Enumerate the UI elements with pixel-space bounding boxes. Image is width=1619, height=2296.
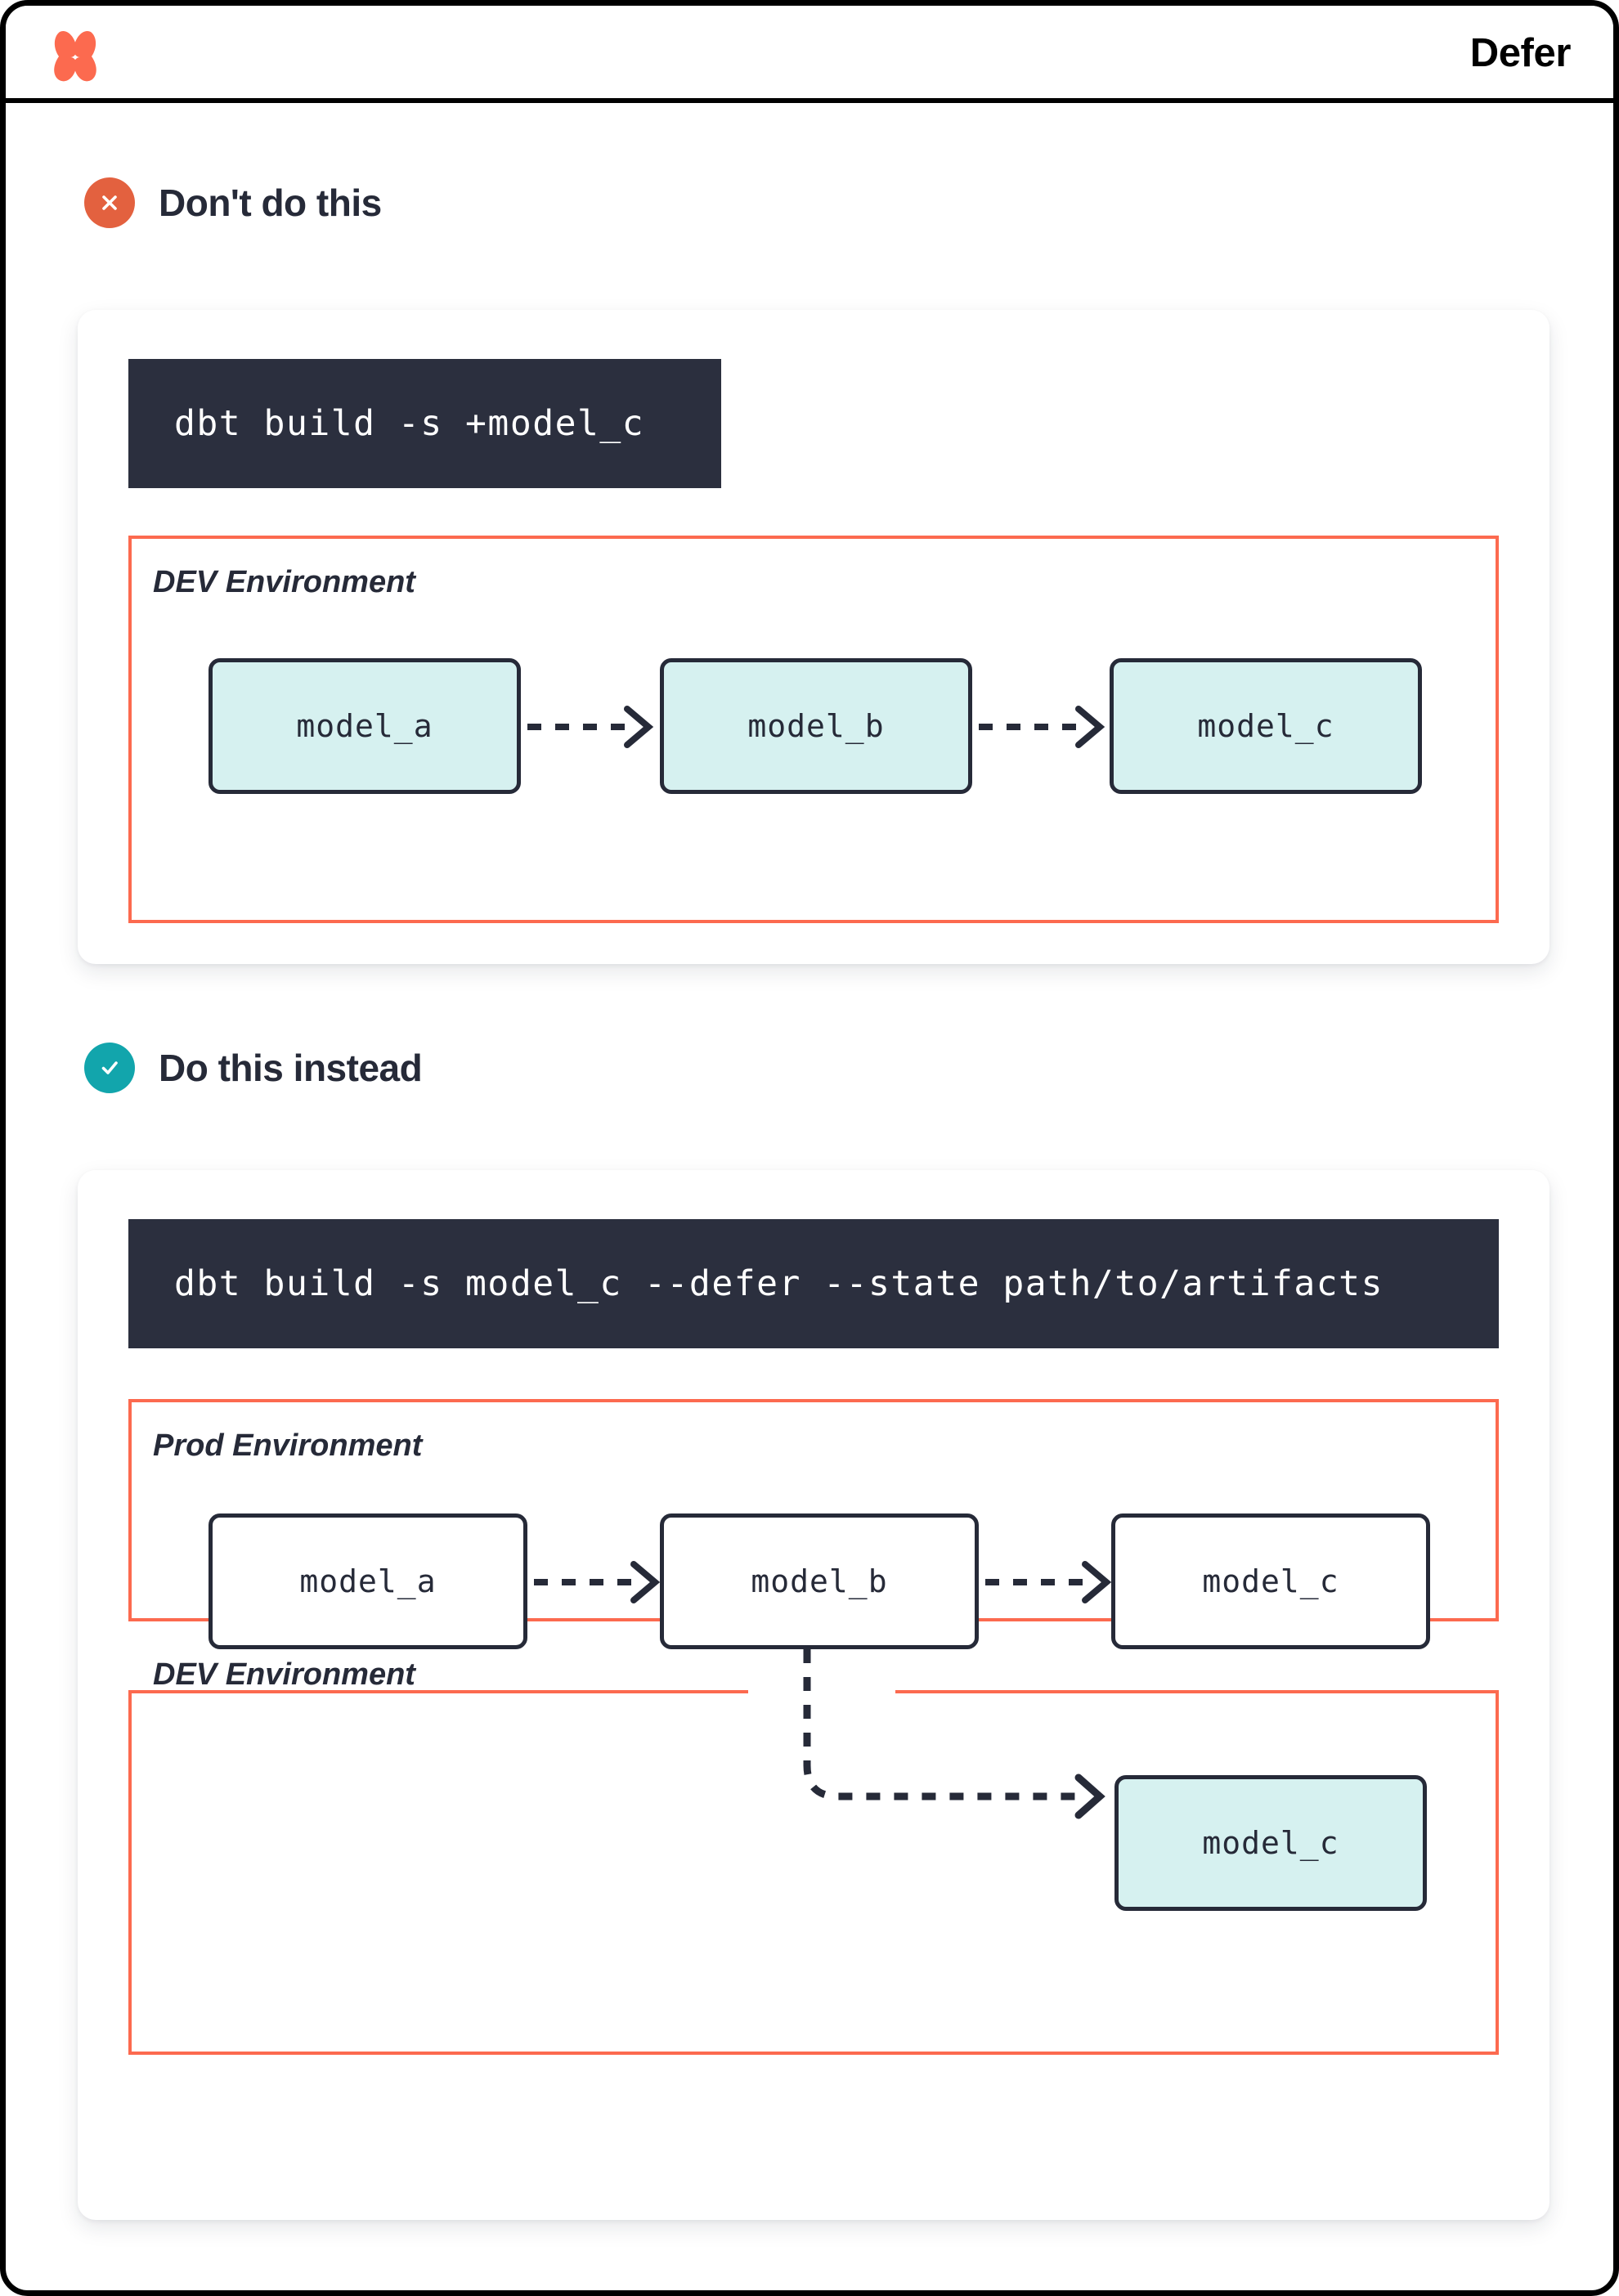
arrow-defer-connector — [803, 1649, 1105, 1819]
dbt-logo-icon — [48, 27, 102, 84]
section-heading-do: Do this instead — [84, 1043, 423, 1093]
env-frame-dev-dont — [128, 536, 1499, 923]
border-gap-dev — [748, 1684, 895, 1697]
node-model-a-prod: model_a — [209, 1513, 527, 1649]
env-label-prod: Prod Environment — [153, 1428, 423, 1463]
arrow-b-to-c-prod — [985, 1561, 1112, 1603]
page-header: Defer — [6, 6, 1613, 103]
section-title-dont: Don't do this — [159, 182, 382, 224]
section-title-do: Do this instead — [159, 1047, 423, 1089]
node-model-c-dev-do: model_c — [1114, 1775, 1427, 1911]
env-label-dev-do: DEV Environment — [153, 1657, 415, 1692]
card-do: dbt build -s model_c --defer --state pat… — [78, 1170, 1549, 2220]
node-model-c-prod: model_c — [1111, 1513, 1430, 1649]
node-model-a-dev-dont: model_a — [209, 658, 521, 794]
code-block-do: dbt build -s model_c --defer --state pat… — [128, 1219, 1499, 1348]
code-block-dont: dbt build -s +model_c — [128, 359, 721, 488]
check-circle-icon — [84, 1043, 135, 1093]
card-dont: dbt build -s +model_c DEV Environment mo… — [78, 310, 1549, 964]
node-model-b-dev-dont: model_b — [660, 658, 972, 794]
env-label-dev-dont: DEV Environment — [153, 565, 415, 599]
node-model-c-dev-dont: model_c — [1110, 658, 1422, 794]
node-model-b-prod: model_b — [660, 1513, 979, 1649]
arrow-a-to-b-prod — [534, 1561, 661, 1603]
page-title: Defer — [1469, 31, 1572, 75]
arrow-a-to-b-dont — [527, 706, 654, 748]
x-circle-icon — [84, 177, 135, 228]
arrow-b-to-c-dont — [979, 706, 1105, 748]
border-gap-prod — [748, 1615, 895, 1628]
section-heading-dont: Don't do this — [84, 177, 382, 228]
